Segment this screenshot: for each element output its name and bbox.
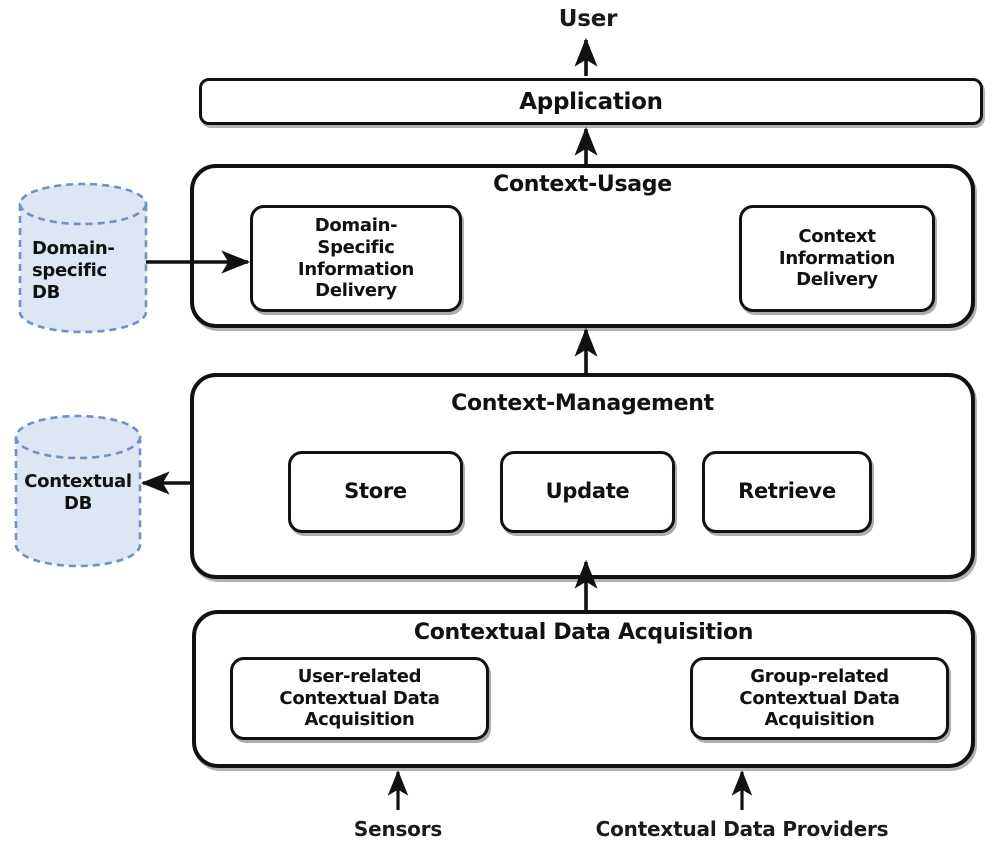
- application-label: Application: [519, 88, 663, 115]
- module-update-label: Update: [545, 479, 630, 504]
- layer-contextual-data-acquisition-title: Contextual Data Acquisition: [413, 620, 754, 645]
- domain-specific-db-label: Domain- specific DB: [32, 238, 115, 303]
- domain-specific-db[interactable]: Domain- specific DB: [18, 182, 148, 334]
- module-domain-specific-information-delivery[interactable]: Domain- Specific Information Delivery: [250, 205, 462, 312]
- module-store[interactable]: Store: [288, 451, 463, 533]
- contextual-data-providers-label: Contextual Data Providers: [595, 817, 889, 841]
- module-context-information-delivery[interactable]: Context Information Delivery: [739, 205, 935, 312]
- module-group-related-contextual-data-acquisition[interactable]: Group-related Contextual Data Acquisitio…: [690, 657, 949, 740]
- user-label: User: [558, 6, 618, 32]
- contextual-db-label: Contextual DB: [24, 471, 132, 514]
- cylinder-shape: [14, 414, 142, 568]
- layer-context-usage-title: Context-Usage: [493, 172, 672, 197]
- module-group-related-contextual-data-acquisition-label: Group-related Contextual Data Acquisitio…: [739, 666, 900, 731]
- module-store-label: Store: [344, 479, 407, 504]
- module-retrieve[interactable]: Retrieve: [702, 451, 872, 533]
- module-user-related-contextual-data-acquisition[interactable]: User-related Contextual Data Acquisition: [230, 657, 489, 740]
- module-retrieve-label: Retrieve: [738, 479, 836, 504]
- contextual-db[interactable]: Contextual DB: [14, 413, 142, 569]
- sensors-label: Sensors: [353, 817, 443, 841]
- module-domain-specific-information-delivery-label: Domain- Specific Information Delivery: [297, 215, 415, 302]
- module-update[interactable]: Update: [500, 451, 675, 533]
- cylinder-shape: [18, 182, 148, 334]
- application-box[interactable]: Application: [199, 78, 983, 125]
- layer-context-management-title: Context-Management: [451, 391, 714, 416]
- module-user-related-contextual-data-acquisition-label: User-related Contextual Data Acquisition: [279, 666, 440, 731]
- module-context-information-delivery-label: Context Information Delivery: [778, 226, 896, 291]
